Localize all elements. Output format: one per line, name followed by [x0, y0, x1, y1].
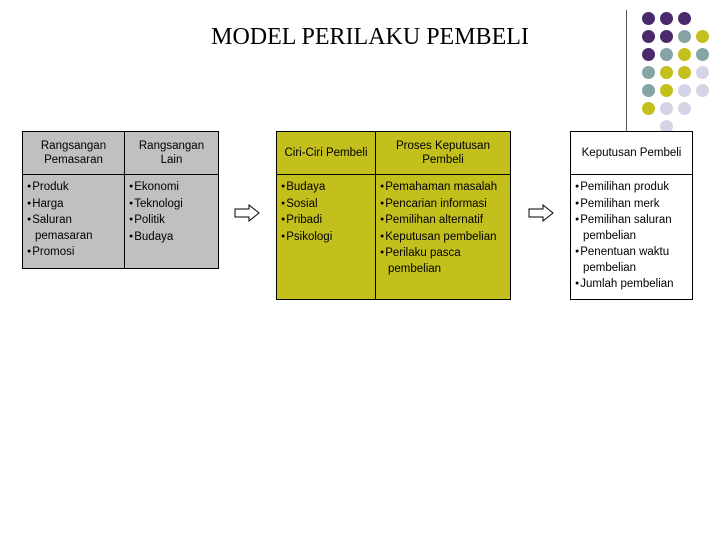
list-item: Pemilihan merk: [575, 196, 688, 213]
header-label: Ciri-Ciri Pembeli: [284, 147, 368, 159]
dot: [642, 84, 655, 97]
list-item: Pemilihan alternatif: [380, 212, 506, 229]
list-item: Pemahaman masalah: [380, 179, 506, 196]
list-item: Psikologi: [281, 229, 371, 246]
list-item: Pemilihan produk: [575, 179, 688, 196]
list-item: Sosial: [281, 196, 371, 213]
list-item: Budaya: [281, 179, 371, 196]
header-label: Rangsangan Lain: [138, 140, 205, 166]
list-item: Perilaku pasca pembelian: [380, 245, 506, 277]
header-label: Keputusan Pembeli: [581, 147, 682, 159]
dot: [696, 30, 709, 43]
box-rangsangan-lain-body: Ekonomi Teknologi Politik Budaya: [124, 174, 219, 269]
box-rangsangan-pemasaran-header: Rangsangan Pemasaran: [22, 131, 125, 175]
box-keputusan-pembeli-body: Pemilihan produk Pemilihan merk Pemiliha…: [570, 174, 693, 300]
list-item: Pribadi: [281, 212, 371, 229]
dot: [660, 12, 673, 25]
dot: [678, 84, 691, 97]
box-ciri-ciri-pembeli-header: Ciri-Ciri Pembeli: [276, 131, 376, 175]
list-item: Penentuan waktu pembelian: [575, 244, 688, 276]
dot: [642, 66, 655, 79]
dot: [642, 48, 655, 61]
dot: [678, 48, 691, 61]
right-arrow-icon: [528, 204, 554, 222]
dot: [660, 102, 673, 115]
list-item: Politik: [129, 212, 214, 229]
list-item: Saluran pemasaran: [27, 212, 120, 244]
right-arrow-icon: [234, 204, 260, 222]
dot: [678, 102, 691, 115]
dot: [642, 12, 655, 25]
list-item: Pencarian informasi: [380, 196, 506, 213]
list-item: Keputusan pembelian: [380, 229, 506, 246]
header-label: Rangsangan Pemasaran: [40, 140, 107, 166]
dot: [660, 66, 673, 79]
list-item: Pemilihan saluran pembelian: [575, 212, 688, 244]
dot: [660, 48, 673, 61]
dot: [696, 66, 709, 79]
header-label: Proses Keputusan Pembeli: [396, 140, 490, 166]
dot: [678, 30, 691, 43]
dot: [696, 84, 709, 97]
dot: [660, 120, 673, 133]
box-proses-keputusan-body: Pemahaman masalah Pencarian informasi Pe…: [375, 174, 511, 300]
dot: [642, 102, 655, 115]
page-title: MODEL PERILAKU PEMBELI: [211, 24, 529, 50]
divider-line: [626, 10, 627, 132]
list-item: Produk: [27, 179, 120, 196]
dot: [678, 12, 691, 25]
list-item: Budaya: [129, 229, 214, 246]
list-item: Teknologi: [129, 196, 214, 213]
dot: [642, 30, 655, 43]
box-rangsangan-pemasaran-body: Produk Harga Saluran pemasaran Promosi: [22, 174, 125, 269]
box-rangsangan-lain-header: Rangsangan Lain: [124, 131, 219, 175]
dot: [696, 48, 709, 61]
dot: [660, 84, 673, 97]
list-item: Jumlah pembelian: [575, 276, 688, 293]
box-proses-keputusan-header: Proses Keputusan Pembeli: [375, 131, 511, 175]
dot: [660, 30, 673, 43]
box-keputusan-pembeli-header: Keputusan Pembeli: [570, 131, 693, 175]
list-item: Promosi: [27, 244, 120, 261]
dot: [678, 66, 691, 79]
box-ciri-ciri-pembeli-body: Budaya Sosial Pribadi Psikologi: [276, 174, 376, 300]
list-item: Harga: [27, 196, 120, 213]
list-item: Ekonomi: [129, 179, 214, 196]
